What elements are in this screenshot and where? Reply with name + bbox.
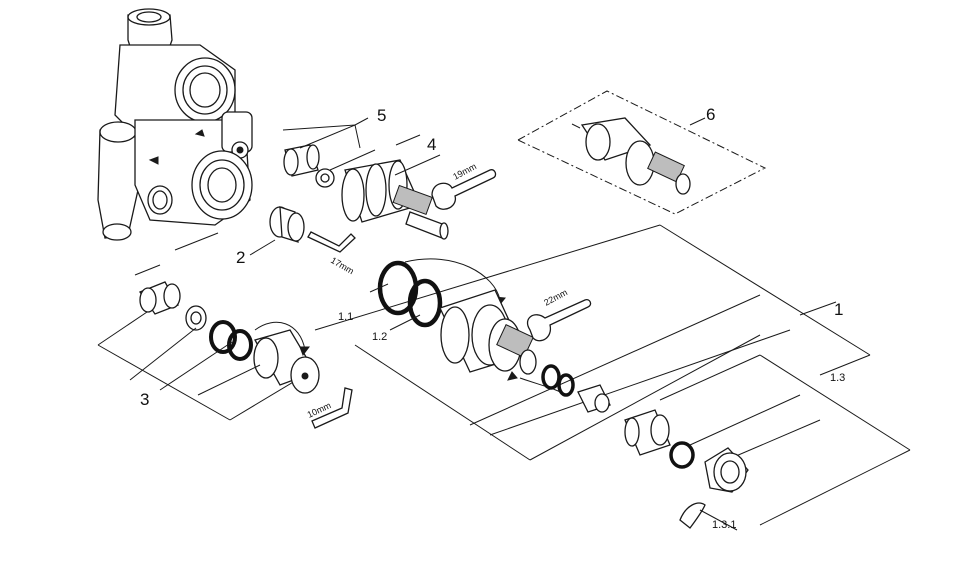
hex-key-10mm: 10mm xyxy=(306,387,353,429)
part-6-box xyxy=(516,90,767,215)
part-1-3-group xyxy=(624,354,911,529)
wrench-22mm-label: 22mm xyxy=(542,287,569,308)
hex-key-17mm-label: 17mm xyxy=(329,255,356,276)
callout-4: 4 xyxy=(427,135,436,154)
callout-3: 3 xyxy=(140,390,149,409)
part-3-group xyxy=(97,264,320,421)
part-4-cartridge xyxy=(341,159,449,240)
callout-5: 5 xyxy=(377,106,386,125)
callout-2: 2 xyxy=(236,248,245,267)
part-1-group: 22mm xyxy=(314,224,871,461)
callout-1-3: 1.3 xyxy=(830,372,845,384)
callout-1-1: 1.1 xyxy=(338,311,353,323)
callout-6: 6 xyxy=(706,105,715,124)
callout-1: 1 xyxy=(834,300,843,319)
callout-1-3-1: 1.3.1 xyxy=(712,519,736,531)
part-5-fittings xyxy=(283,144,335,188)
valve-body xyxy=(97,8,253,241)
wrench-19mm: 19mm xyxy=(431,161,497,210)
leader-lines xyxy=(129,117,738,531)
hex-key-17mm: 17mm xyxy=(307,231,356,276)
part-2-adapter xyxy=(269,206,305,243)
callout-1-2: 1.2 xyxy=(372,331,387,343)
